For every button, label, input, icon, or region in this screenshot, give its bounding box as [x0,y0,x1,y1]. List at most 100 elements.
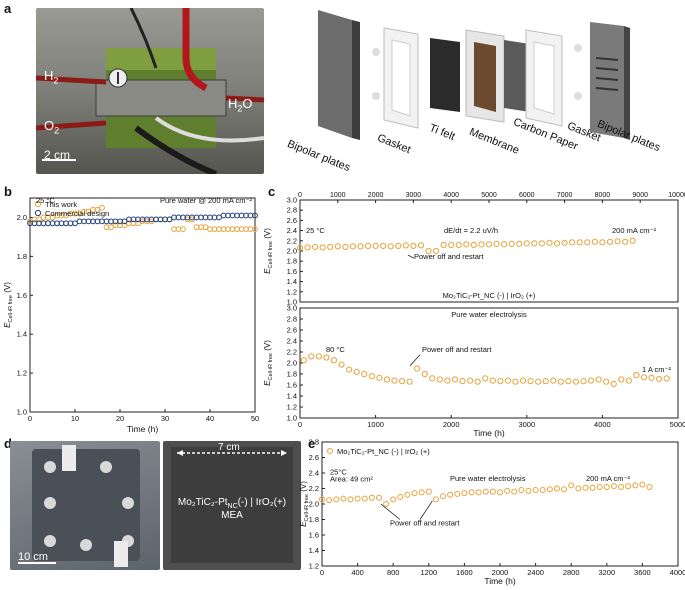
data-point [640,374,648,381]
data-point [319,244,326,251]
x-tick-label: 0 [320,568,324,577]
y-tick-label: 1.2 [309,562,319,571]
x-tick-label: 0 [298,192,302,199]
legend-marker [327,448,333,454]
data-point [451,376,459,383]
data-point [625,377,632,384]
y-tick-label: 2.4 [287,226,297,235]
data-point [569,239,576,246]
data-point [99,204,105,211]
legend-marker [34,209,42,217]
data-point [459,378,466,385]
x-tick-label: 800 [387,568,400,577]
plot-frame [299,199,679,303]
x-tick-label: 1000 [367,420,384,429]
mea-photo: 7 cm Mo₂TiC₂-PtNC(-) | IrO₂(+) MEA [163,441,301,570]
data-point [383,376,391,383]
data-point [475,489,482,496]
data-point [584,239,591,246]
plot-frame [29,197,256,413]
chart-title-bottom: Pure water electrolysis [451,310,527,319]
data-point [368,373,375,380]
x-tick-label: 50 [251,414,259,423]
annotation-current-top: 200 mA cm⁻² [612,226,656,235]
data-point [532,487,539,494]
annotation-temp-bottom: 80 °C [326,345,345,354]
data-point [550,377,557,384]
annotation-power-bottom: Power off and restart [422,345,492,354]
data-point [489,377,496,384]
data-point [361,495,368,502]
data-point [349,243,357,250]
data-point [557,378,564,385]
data-point [497,378,504,385]
x-tick-label: 5000 [670,420,685,429]
data-point [610,380,617,387]
x-tick-label: 7000 [557,192,573,199]
data-point [372,242,379,250]
annotation-power-top: Power off and restart [414,252,484,261]
data-point [504,487,511,494]
annotation-arrow [407,254,415,259]
data-point [467,377,474,384]
data-point [516,240,523,247]
data-point [568,482,575,489]
data-point [390,496,397,503]
data-point [425,488,432,495]
y-tick-label: 3.0 [287,196,297,205]
x-tick-label: 2800 [563,568,580,577]
y-tick-label: 1.4 [287,392,297,401]
x-tick-label: 1600 [456,568,473,577]
data-point [425,247,432,255]
data-point [478,241,485,248]
y-tick-label: 2.2 [309,484,319,493]
x-axis-label: Time (h) [127,424,158,434]
data-point [591,238,598,245]
data-point [319,496,325,503]
data-point [180,226,186,233]
scale-bar-label-d: 10 cm [18,551,48,563]
data-point [603,378,610,385]
y-tick-label: 1.4 [287,277,297,286]
data-point [440,493,447,500]
data-point [656,375,663,383]
data-point [397,494,404,501]
plot-frame [299,307,679,419]
data-point [404,491,411,498]
x-tick-label: 4000 [594,420,611,429]
annotation-rate: dE/dt = 2.2 uV/h [444,226,498,235]
plot-frame [321,441,679,567]
x-tick-label: 3000 [518,420,535,429]
data-point [463,241,470,248]
y-tick-label: 2.4 [309,469,319,478]
x-tick-label: 10000 [668,192,685,199]
data-point [304,244,311,251]
data-point [629,237,636,244]
x-tick-label: 3600 [634,568,651,577]
x-tick-label: 40 [206,414,214,423]
data-point [448,241,455,248]
y-axis-label-bottom: ECell-iR free (V) [263,340,274,386]
data-point [470,241,477,248]
y-tick-label: 1.8 [309,515,319,524]
y-tick-label: 1.6 [287,267,297,276]
x-tick-label: 1000 [330,192,346,199]
annotation-electrolysis: Pure water electrolysis [450,474,526,483]
y-tick-label: 2.0 [17,213,27,222]
x-axis-label: Time (h) [473,428,504,438]
stack-photo: 10 cm [10,441,160,570]
data-point [587,377,595,384]
data-point [447,491,454,498]
x-tick-label: 400 [351,568,364,577]
data-point [539,487,546,494]
y-tick-label: 2.6 [287,326,297,335]
data-point [565,378,572,385]
data-point [353,368,360,375]
annotation-temp: 25 °C [36,196,55,205]
y-tick-label: 2.2 [287,348,297,357]
data-point [527,378,534,385]
data-point [357,243,364,250]
x-tick-label: 8000 [595,192,611,199]
data-point [429,375,436,382]
